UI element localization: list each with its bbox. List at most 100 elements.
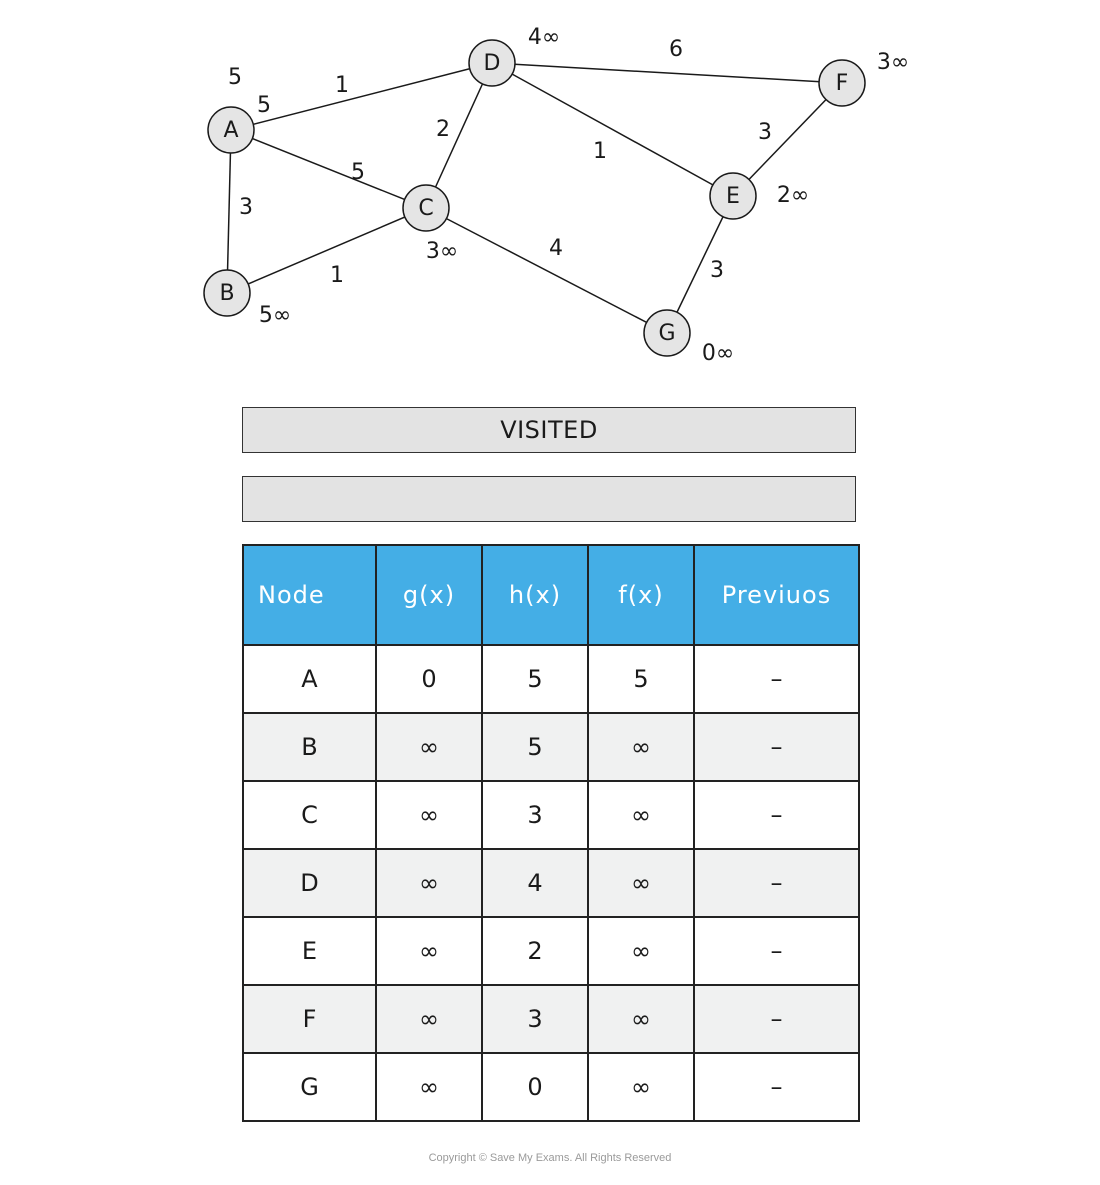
cell-gx: 0 — [375, 644, 483, 714]
table-row: G∞0∞– — [242, 1052, 860, 1122]
edge-a-b — [226, 129, 232, 294]
cell-gx: ∞ — [375, 848, 483, 918]
cell-previous: – — [693, 1052, 860, 1122]
copyright-text: Copyright © Save My Exams. All Rights Re… — [428, 1152, 672, 1164]
edge-weight-label: 2 — [436, 117, 450, 142]
cell-fx: ∞ — [587, 916, 695, 986]
node-circle — [709, 172, 757, 220]
cell-node: B — [242, 712, 377, 782]
header-hx: h(x) — [481, 544, 589, 646]
node-heuristic-label: 2∞ — [777, 183, 809, 208]
edge-weight-label: 3 — [239, 195, 253, 220]
node-heuristic-label: 5 — [228, 65, 242, 90]
edge-e-f — [732, 82, 843, 197]
cell-previous: – — [693, 848, 860, 918]
table-row: F∞3∞– — [242, 984, 860, 1054]
table-row: D∞4∞– — [242, 848, 860, 918]
cell-previous: – — [693, 712, 860, 782]
edge-c-g — [425, 207, 668, 334]
table-row: E∞2∞– — [242, 916, 860, 986]
node-id-label: D — [484, 51, 501, 76]
cell-hx: 3 — [481, 780, 589, 850]
node-id-label: A — [223, 118, 238, 143]
edge-weight-label: 5 — [351, 160, 365, 185]
edge-weight-label: 3 — [758, 120, 772, 145]
visited-list — [242, 476, 856, 522]
cell-node: E — [242, 916, 377, 986]
table-row: B∞5∞– — [242, 712, 860, 782]
table-row: C∞3∞– — [242, 780, 860, 850]
table-header-row: Node g(x) h(x) f(x) Previuos — [242, 544, 860, 646]
header-node: Node — [242, 544, 377, 646]
edge-weight-label: 6 — [669, 37, 683, 62]
node-c: C — [402, 184, 450, 232]
edge-weight-label: 1 — [593, 139, 607, 164]
node-id-label: F — [836, 71, 849, 96]
cell-node: G — [242, 1052, 377, 1122]
node-heuristic-label: 0∞ — [702, 341, 734, 366]
node-d: D — [468, 39, 516, 87]
edge-weight-label: 3 — [710, 258, 724, 283]
cell-hx: 2 — [481, 916, 589, 986]
edge-weight-label: 1 — [335, 73, 349, 98]
node-id-label: B — [219, 281, 234, 306]
cell-gx: ∞ — [375, 780, 483, 850]
cell-hx: 3 — [481, 984, 589, 1054]
cell-fx: ∞ — [587, 984, 695, 1054]
cell-fx: ∞ — [587, 780, 695, 850]
node-heuristic-label: 4∞ — [528, 25, 560, 50]
cell-previous: – — [693, 916, 860, 986]
cell-node: A — [242, 644, 377, 714]
node-heuristic-label: 3∞ — [426, 239, 458, 264]
node-a: A — [207, 106, 255, 154]
cell-gx: ∞ — [375, 712, 483, 782]
cell-previous: – — [693, 644, 860, 714]
edge-d-f — [491, 62, 843, 84]
node-g: G — [643, 309, 691, 357]
node-id-label: C — [418, 196, 433, 221]
cell-previous: – — [693, 780, 860, 850]
header-gx: g(x) — [375, 544, 483, 646]
node-b: B — [203, 269, 251, 317]
cell-hx: 5 — [481, 644, 589, 714]
node-heuristic-label: 5∞ — [259, 303, 291, 328]
visited-header: VISITED — [242, 407, 856, 453]
node-circle — [402, 184, 450, 232]
header-previous: Previuos — [693, 544, 860, 646]
node-f: F — [818, 59, 866, 107]
edge-e-g — [666, 195, 734, 334]
node-circle — [818, 59, 866, 107]
cell-hx: 4 — [481, 848, 589, 918]
edge-a-d — [230, 62, 493, 131]
node-circle — [468, 39, 516, 87]
cell-gx: ∞ — [375, 1052, 483, 1122]
edge-d-e — [491, 62, 734, 197]
node-circle — [207, 106, 255, 154]
node-circle — [643, 309, 691, 357]
cell-gx: ∞ — [375, 984, 483, 1054]
edge-d-c — [425, 62, 493, 209]
cell-hx: 0 — [481, 1052, 589, 1122]
cell-node: F — [242, 984, 377, 1054]
cell-fx: ∞ — [587, 712, 695, 782]
edge-a-c — [230, 129, 427, 209]
cell-hx: 5 — [481, 712, 589, 782]
node-circle — [203, 269, 251, 317]
cell-node: D — [242, 848, 377, 918]
header-fx: f(x) — [587, 544, 695, 646]
cell-gx: ∞ — [375, 916, 483, 986]
cell-node: C — [242, 780, 377, 850]
cell-fx: 5 — [587, 644, 695, 714]
node-gx-label: 5 — [257, 93, 271, 118]
cell-fx: ∞ — [587, 1052, 695, 1122]
node-e: E — [709, 172, 757, 220]
cell-fx: ∞ — [587, 848, 695, 918]
node-id-label: E — [726, 184, 740, 209]
node-heuristic-label: 3∞ — [877, 50, 909, 75]
edge-b-c — [226, 207, 427, 294]
edge-weight-label: 1 — [330, 263, 344, 288]
edge-weight-label: 4 — [549, 236, 563, 261]
